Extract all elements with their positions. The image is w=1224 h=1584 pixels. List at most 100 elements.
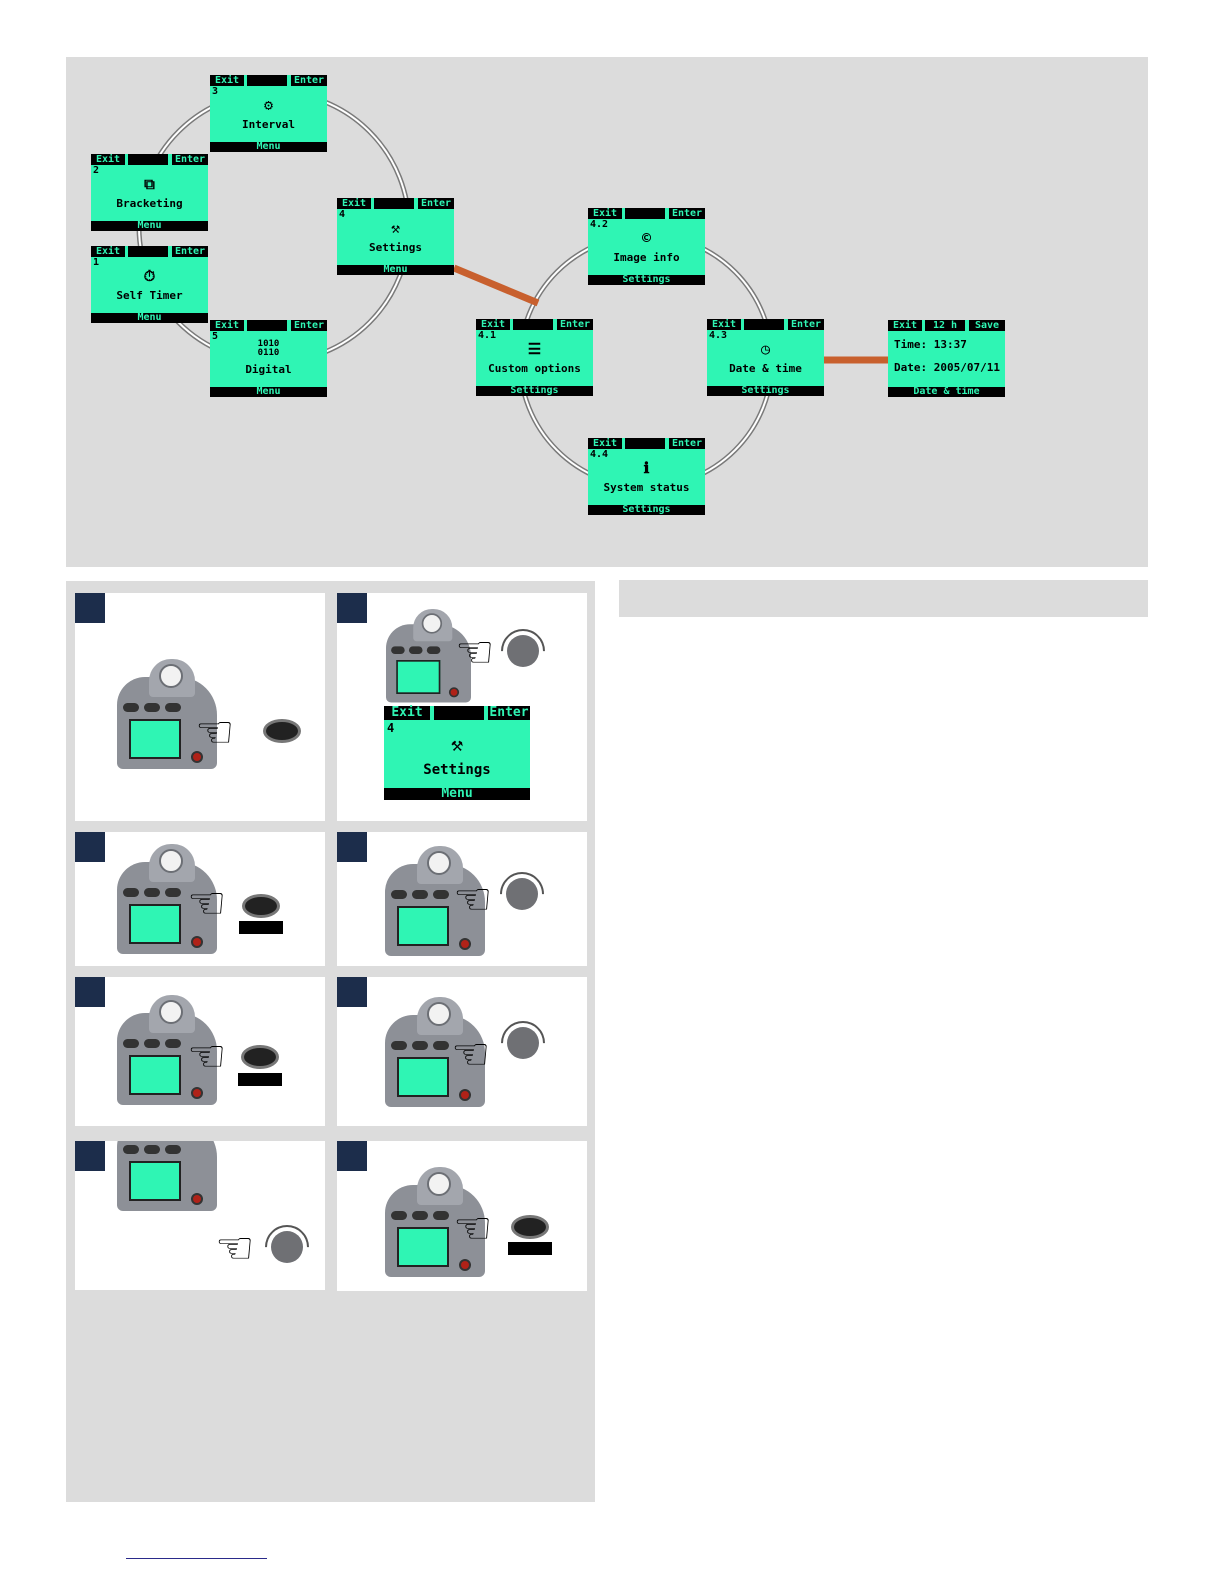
enter-softkey: Enter	[291, 320, 327, 331]
exit-softkey: Exit	[384, 706, 430, 720]
screen-parent: Menu	[91, 221, 208, 231]
screen-title: Image info	[613, 251, 680, 264]
exit-softkey: Exit	[707, 319, 741, 330]
exit-softkey: Exit	[888, 320, 922, 331]
exit-softkey: Exit	[91, 246, 125, 257]
pointing-hand-icon: ☜	[187, 1031, 227, 1082]
hour-mode-softkey: 12 h	[925, 320, 965, 331]
pointing-hand-icon: ☜	[453, 1203, 493, 1254]
exit-softkey: Exit	[91, 154, 125, 165]
self-timer-icon: ⏱	[143, 267, 156, 285]
pointing-hand-icon: ☜	[455, 627, 495, 678]
step-4: ☜	[337, 832, 587, 966]
screen-parent: Menu	[384, 788, 530, 800]
settings-hammer-icon: ⚒	[390, 219, 401, 237]
enter-softkey: Enter	[291, 75, 327, 86]
exit-softkey: Exit	[337, 198, 371, 209]
screen-number: 4	[339, 209, 346, 220]
date-row: Date: 2005/07/11	[894, 361, 1000, 374]
step-6: ☜	[337, 977, 587, 1126]
button-icon	[242, 894, 280, 918]
exit-softkey: Exit	[588, 208, 622, 219]
exit-softkey: Exit	[210, 75, 244, 86]
control-wheel-icon	[271, 1231, 303, 1263]
screen-number: 5	[212, 331, 219, 342]
screen-title: Settings	[423, 762, 491, 778]
screen-parent: Settings	[707, 386, 824, 396]
screen-title: Settings	[369, 241, 422, 254]
time-value: 13:37	[933, 338, 967, 351]
softkey-bar	[508, 1242, 552, 1255]
screen-parent: Date & time	[888, 387, 1005, 397]
screen-number: 1	[93, 257, 100, 268]
info-icon: ℹ	[643, 459, 650, 477]
screen-self-timer: Exit Enter 1 ⏱ Self Timer Menu	[91, 246, 208, 323]
screen-settings: Exit Enter 4 ⚒ Settings Menu	[337, 198, 454, 275]
date-value: 2005/07/11	[933, 361, 1000, 374]
exit-softkey: Exit	[588, 438, 622, 449]
enter-softkey: Enter	[172, 154, 208, 165]
pointing-hand-icon: ☜	[215, 1223, 255, 1274]
screen-title: Interval	[242, 118, 295, 131]
bracketing-icon: ⧉	[144, 175, 155, 193]
step-badge	[337, 593, 367, 623]
softkey-bar	[238, 1073, 282, 1086]
step-3: ☜	[75, 832, 325, 966]
footer-rule	[126, 1558, 267, 1559]
control-wheel-icon	[507, 635, 539, 667]
time-label: Time:	[894, 338, 928, 351]
step-badge	[337, 977, 367, 1007]
step-5: ☜	[75, 977, 325, 1126]
enter-softkey: Enter	[669, 438, 705, 449]
step-badge	[75, 1141, 105, 1171]
enter-softkey: Enter	[418, 198, 454, 209]
step-badge	[75, 593, 105, 623]
exit-softkey: Exit	[476, 319, 510, 330]
screen-parent: Settings	[476, 386, 593, 396]
step-7: ☜	[75, 1141, 325, 1290]
step-badge	[75, 977, 105, 1007]
enter-softkey: Enter	[557, 319, 593, 330]
screen-number: 4.2	[590, 219, 609, 230]
button-icon	[241, 1045, 279, 1069]
screen-number: 4.1	[478, 330, 497, 341]
enter-softkey: Enter	[788, 319, 824, 330]
screen-title: Digital	[245, 363, 292, 376]
enter-softkey: Enter	[172, 246, 208, 257]
screen-title: Bracketing	[116, 197, 183, 210]
copyright-icon: ©	[641, 229, 652, 247]
screen-number: 3	[212, 86, 219, 97]
screen-number: 4	[387, 721, 395, 735]
save-softkey: Save	[969, 320, 1005, 331]
settings-link-line	[452, 264, 540, 307]
button-icon	[263, 719, 301, 743]
screen-parent: Settings	[588, 505, 705, 515]
step-badge	[337, 1141, 367, 1171]
date-label: Date:	[894, 361, 928, 374]
control-wheel-icon	[506, 878, 538, 910]
enter-softkey: Enter	[669, 208, 705, 219]
step-8: ☜	[337, 1141, 587, 1291]
screen-title: System status	[603, 481, 690, 494]
control-wheel-icon	[507, 1027, 539, 1059]
softkey-bar	[239, 921, 283, 934]
screen-number: 4.3	[709, 330, 728, 341]
screen-title: Self Timer	[116, 289, 183, 302]
section-header-bar	[619, 580, 1148, 617]
screen-parent: Menu	[337, 265, 454, 275]
pointing-hand-icon: ☜	[451, 1029, 491, 1080]
time-row: Time: 13:37	[894, 338, 967, 351]
screen-parent: Menu	[91, 313, 208, 323]
screen-parent: Menu	[210, 142, 327, 152]
